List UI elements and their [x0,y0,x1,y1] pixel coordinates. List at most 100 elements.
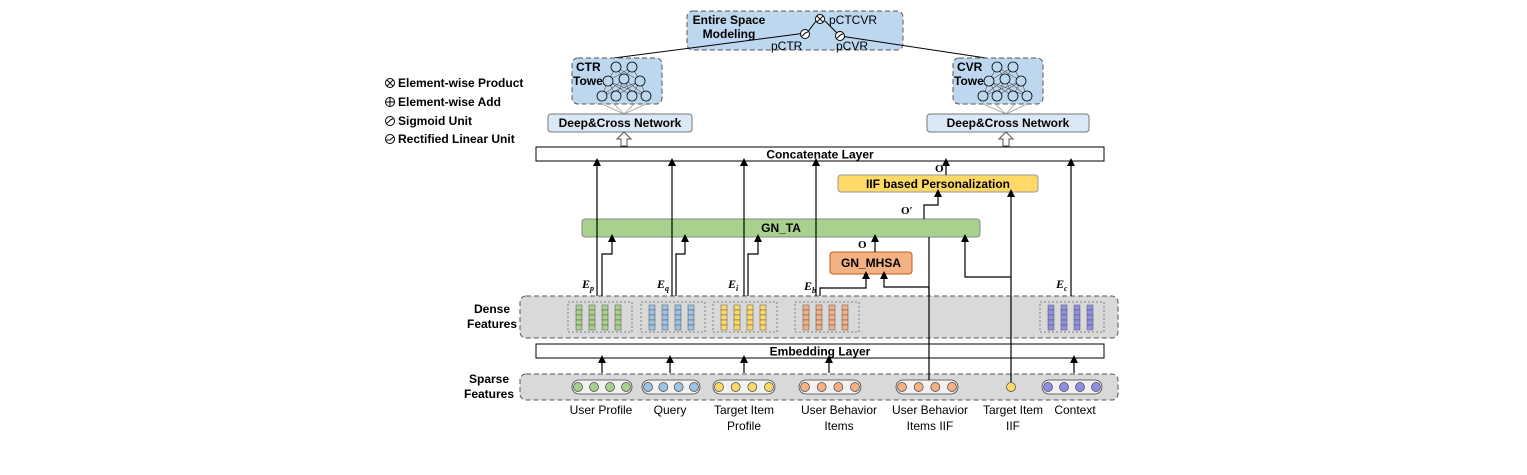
ep-to-gnta-arrow [601,234,616,296]
element-wise-add-icon [385,97,395,107]
embedding-vector [720,304,728,331]
user-behavior-items-line2: Items [824,419,853,433]
cvr-tower-line2: Tower [954,74,989,88]
embedding-vector [1047,304,1055,331]
dcn-right-box [926,113,1090,133]
gn-mhsa-box [829,251,913,275]
eq-to-gnta-arrow [675,234,689,296]
dense-features-line1: Dense [474,302,510,316]
target-item-iif-sparse [1006,382,1016,392]
neuron-node [1015,75,1027,87]
user-behavior-iif-sparse [895,379,959,395]
concat-to-dcn-right-arrow [997,131,1015,147]
dcn-right-label: Deep&Cross Network [947,116,1070,130]
embedding-vector [1086,304,1094,331]
embedding-vector [802,304,810,331]
gn-ta-box [581,218,981,238]
query-embedding [640,301,706,333]
cvr-tower: CVR Tower [952,57,1044,105]
neuron-node [640,90,652,102]
target-iif-to-gnta-arrow [961,234,1011,278]
neuron-node [991,61,1003,73]
concat-to-dcn-left-arrow [615,131,633,147]
user-behavior-iif-line2: Items IIF [907,419,954,433]
neuron-node [991,90,1003,102]
feature-labels: User Profile Query Target Item Profile U… [570,403,1097,433]
neuron-node [1007,90,1019,102]
neuron-node [618,73,630,85]
dcn-left-box [547,113,693,133]
embedding-layer [535,343,1105,359]
esm-title-line2: Modeling [703,27,756,41]
legend-relu-label: Rectified Linear Unit [398,132,515,146]
neuron-node [626,90,638,102]
dcn-left-label: Deep&Cross Network [559,116,682,130]
sigmoid-unit-icon [385,116,395,126]
et-to-gnta-arrow [747,234,762,296]
embedding-vector [815,304,823,331]
neuron-node [610,61,622,73]
embedding-vector [674,304,682,331]
target-item-embedding [712,301,778,333]
gnta-to-personalization-arrow [923,189,942,219]
iif-personalization-label: IIF based Personalization [866,177,1010,191]
ctr-tower-line1: CTR [576,60,601,74]
neuron-node [1007,61,1019,73]
embedding-vector [687,304,695,331]
neuron-node [1021,90,1033,102]
embedding-vector [759,304,767,331]
embedding-vector [841,304,849,331]
pctr-sigmoid-icon [800,29,810,39]
dense-embedding-groups [567,301,1105,333]
entire-space-modeling: Entire Space Modeling pCTCVR pCTR pCVR [613,10,987,59]
cvr-tower-network-icon [977,61,1033,102]
embedding-vector [746,304,754,331]
context-embedding [1039,301,1105,333]
concatenate-layer [535,146,1105,162]
neuron-node [634,75,646,87]
embedding-vector [1060,304,1068,331]
cvr-tower-box [952,57,1044,105]
user-behavior-sparse [798,379,862,395]
user-behavior-iif-line1: User Behavior [892,403,968,417]
o-mhsa-label: O [858,239,867,251]
context-sparse [1041,379,1103,395]
et-label: Ei [727,277,739,293]
user-behavior-embedding [794,301,860,333]
user-behavior-items-line1: User Behavior [801,403,877,417]
target-item-iif-line1: Target Item [983,403,1043,417]
embedding-vector [661,304,669,331]
neuron-node [596,90,608,102]
ubiif-to-gnmhsa-arrow [880,271,930,380]
ep-label: Ep [581,277,594,293]
pcvr-label: pCVR [836,39,868,53]
neuron-node [610,90,622,102]
ctr-tower-network-icon [596,61,652,102]
ctr-tower-box [571,57,663,105]
neuron-node [602,75,614,87]
legend: Element-wise Product Element-wise Add Si… [385,76,523,146]
pctcvr-label: pCTCVR [829,13,877,27]
legend-product-label: Element-wise Product [398,76,523,90]
concatenate-layer-label: Concatenate Layer [766,148,874,162]
gn-mhsa-label: GN_MHSA [841,256,901,270]
legend-add-label: Element-wise Add [398,95,501,109]
o-output-label: O [935,163,944,175]
target-item-sparse [712,379,776,395]
context-label: Context [1054,403,1096,417]
neuron-node [977,90,989,102]
target-item-iif-line2: IIF [1006,419,1020,433]
o-prime-label: O′ [901,205,913,217]
pctcvr-product-icon [815,14,825,24]
embedding-vector [588,304,596,331]
pcvr-sigmoid-icon [835,31,845,41]
legend-sigmoid-label: Sigmoid Unit [398,114,472,128]
sparse-features-line2: Features [464,387,514,401]
embedding-vector [614,304,622,331]
user-profile-embedding [567,301,633,333]
neuron-node [626,61,638,73]
user-profile-label: User Profile [570,403,633,417]
neuron-node [983,75,995,87]
